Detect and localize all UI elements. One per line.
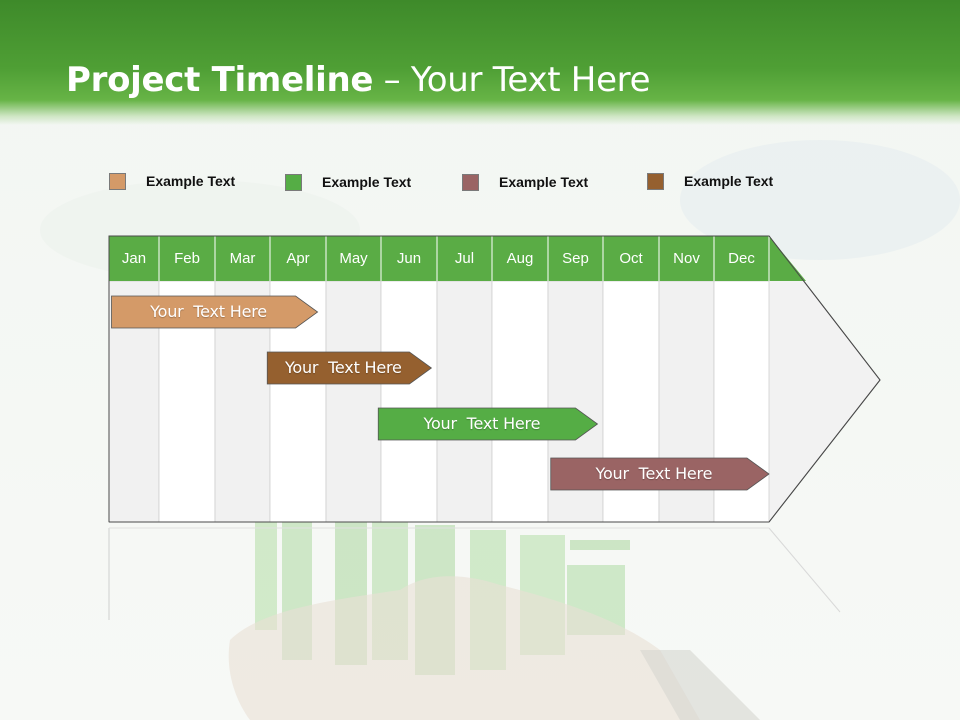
legend-item: Example Text xyxy=(647,171,773,191)
month-label: Sep xyxy=(562,250,589,267)
legend-label: Example Text xyxy=(684,173,774,189)
task-label-text: Your Text Here xyxy=(595,464,713,483)
title-bold: Project Timeline xyxy=(66,60,374,100)
task-arrow xyxy=(111,295,319,329)
month-label: Jan xyxy=(121,250,147,267)
task-arrow xyxy=(377,407,599,441)
legend-label: Example Text xyxy=(146,173,236,189)
month-label: Jul xyxy=(454,250,475,267)
month-label: May xyxy=(339,250,368,267)
month-label: Mar xyxy=(229,250,256,267)
task-label-text: Your Text Here xyxy=(150,302,267,321)
month-label: Jun xyxy=(396,250,422,267)
month-label: Oct xyxy=(619,250,643,267)
slide-title: Project Timeline – Your Text Here xyxy=(66,60,651,100)
month-label: Aug xyxy=(506,250,534,267)
month-column xyxy=(380,280,438,523)
month-column xyxy=(325,280,382,523)
legend-swatch xyxy=(285,173,302,191)
legend-swatch xyxy=(647,172,664,190)
task-arrow xyxy=(266,351,433,385)
legend-item: Example Text xyxy=(109,171,235,191)
reflection-line xyxy=(768,527,841,613)
month-label: Feb xyxy=(174,250,200,267)
month-label: Dec xyxy=(728,250,755,267)
legend-label: Example Text xyxy=(322,174,412,190)
month-column xyxy=(491,280,549,523)
timeline-outline xyxy=(108,235,881,523)
header-band xyxy=(0,0,960,125)
month-header-band xyxy=(109,236,806,281)
month-column xyxy=(436,280,493,523)
task-arrow xyxy=(550,457,770,491)
task-label-text: Your Text Here xyxy=(423,414,541,433)
legend-label: Example Text xyxy=(499,174,589,190)
legend-item: Example Text xyxy=(285,172,411,192)
legend-swatch xyxy=(462,173,479,191)
title-rest: – Your Text Here xyxy=(373,60,651,100)
legend-item: Example Text xyxy=(462,172,588,192)
task-label: Your Text Here xyxy=(378,408,585,440)
task-label: Your Text Here xyxy=(551,458,757,490)
month-label: Nov xyxy=(673,250,700,267)
task-label: Your Text Here xyxy=(267,352,419,384)
legend-swatch xyxy=(109,172,126,190)
month-label: Apr xyxy=(286,250,310,267)
task-label: Your Text Here xyxy=(112,296,306,328)
task-label-text: Your Text Here xyxy=(284,358,402,377)
